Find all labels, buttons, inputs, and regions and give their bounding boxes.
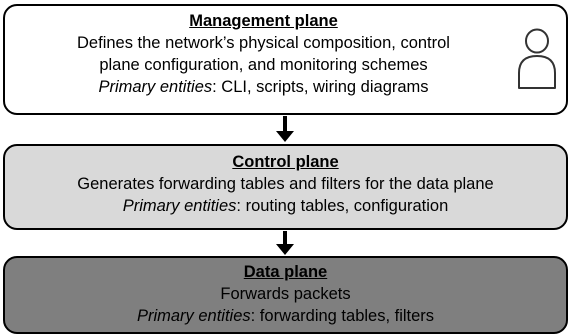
management-plane-description-line2: plane configuration, and monitoring sche… <box>99 56 428 74</box>
data-plane-box: Data plane Forwards packets Primary enti… <box>3 256 568 334</box>
data-plane-title: Data plane <box>243 263 328 281</box>
management-plane-entities-label: Primary entities <box>98 78 213 96</box>
control-plane-description: Generates forwarding tables and filters … <box>77 175 494 193</box>
control-plane-title: Control plane <box>232 153 339 171</box>
control-plane-entities-label: Primary entities <box>122 197 237 215</box>
management-plane-entities-value: : CLI, scripts, wiring diagrams <box>212 78 429 96</box>
management-plane-box: Management plane Defines the network’s p… <box>3 4 568 115</box>
management-plane-text: Management plane Defines the network’s p… <box>5 10 566 98</box>
data-plane-description: Forwards packets <box>220 285 351 303</box>
data-plane-entities: Primary entities: forwarding tables, fil… <box>5 305 566 327</box>
control-plane-box: Control plane Generates forwarding table… <box>3 144 568 230</box>
management-plane-entities: Primary entities: CLI, scripts, wiring d… <box>9 76 518 98</box>
management-plane-description-line1: Defines the network’s physical compositi… <box>77 34 450 52</box>
control-plane-entities-value: : routing tables, configuration <box>236 197 449 215</box>
control-plane-entities: Primary entities: routing tables, config… <box>5 195 566 217</box>
person-icon <box>518 28 556 89</box>
management-plane-title: Management plane <box>189 12 338 30</box>
data-plane-entities-label: Primary entities <box>136 307 251 325</box>
data-plane-entities-value: : forwarding tables, filters <box>250 307 435 325</box>
